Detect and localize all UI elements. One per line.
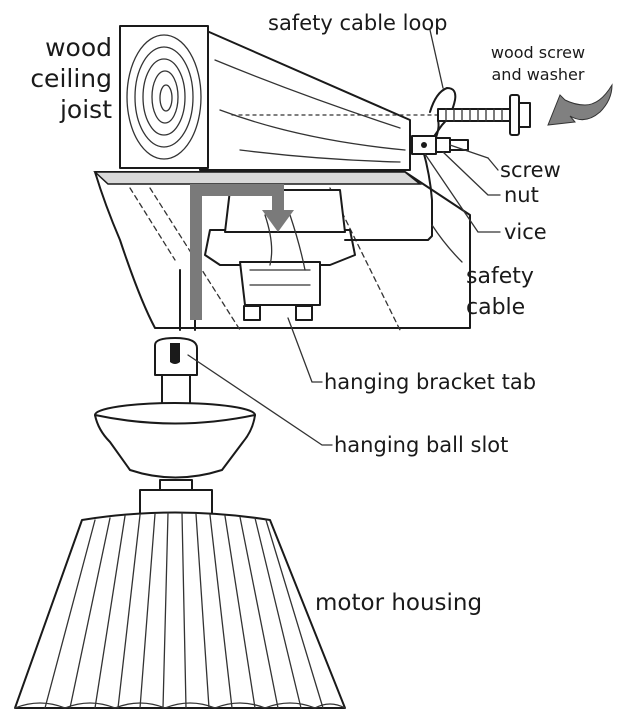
joist-side-face [199, 27, 411, 171]
screw-shank [437, 108, 511, 122]
leader-lines [187, 29, 501, 446]
curved-insert-arrow [547, 83, 613, 126]
labels: wood ceiling joist safety cable loop woo… [30, 11, 585, 616]
wood-grain-rings [126, 34, 202, 160]
vice-bolt-hole [421, 142, 427, 148]
arrow-shaft [190, 184, 284, 320]
label-hanging-ball-slot: hanging ball slot [334, 433, 508, 457]
arrow-head [262, 210, 294, 232]
screw-leader [449, 144, 489, 159]
label-screw: screw [500, 158, 561, 182]
bracket-tab-body [239, 261, 321, 306]
bracket-detail [249, 269, 311, 286]
washer [509, 94, 520, 136]
canopy-body [94, 414, 256, 479]
downrod [161, 374, 191, 406]
label-wood-screw-line2: and washer [492, 65, 585, 84]
bracket-bolt-right [295, 305, 313, 321]
nut-leader [442, 151, 501, 196]
label-joist-line1: wood [45, 33, 112, 62]
ceiling-top-surface [93, 171, 423, 185]
motor-housing-ribs [44, 512, 324, 709]
label-nut: nut [504, 183, 539, 207]
safety-cable-leader [431, 224, 463, 263]
canopy [94, 402, 256, 493]
wood-screw-and-washer [437, 94, 531, 136]
loop-leader [429, 29, 444, 89]
cable-nut [435, 137, 451, 153]
label-joist-line3: joist [59, 95, 112, 124]
bracket-top [204, 229, 356, 266]
wires [264, 214, 306, 271]
label-safety-cable-line2: cable [466, 295, 525, 320]
ball-slot-leader [187, 354, 333, 446]
label-wood-screw-line1: wood screw [491, 43, 585, 62]
motor-housing-scallops [14, 702, 346, 709]
label-motor-housing: motor housing [315, 590, 482, 616]
motor-collar [139, 489, 213, 516]
bracket-tab-leader [287, 317, 323, 383]
installation-arrow [190, 184, 294, 320]
vice-leader [424, 153, 501, 233]
ball-slot [170, 343, 180, 364]
label-joist-line2: ceiling [30, 64, 112, 93]
label-safety-cable-loop: safety cable loop [268, 11, 448, 35]
screw-head [518, 102, 531, 128]
screw-threads [445, 108, 503, 122]
hanging-ball [154, 337, 198, 406]
safety-cable [344, 87, 469, 241]
bracket-bolt-left [243, 305, 261, 321]
label-safety-cable-line1: safety [466, 264, 534, 289]
screw-leader-2 [487, 157, 499, 171]
label-vice: vice [504, 220, 547, 244]
label-hanging-bracket-tab: hanging bracket tab [324, 370, 536, 394]
motor-housing-body [14, 511, 346, 709]
motor-housing [14, 489, 346, 709]
joist-grain-lines [214, 59, 406, 163]
wood-ceiling-joist [119, 25, 411, 171]
